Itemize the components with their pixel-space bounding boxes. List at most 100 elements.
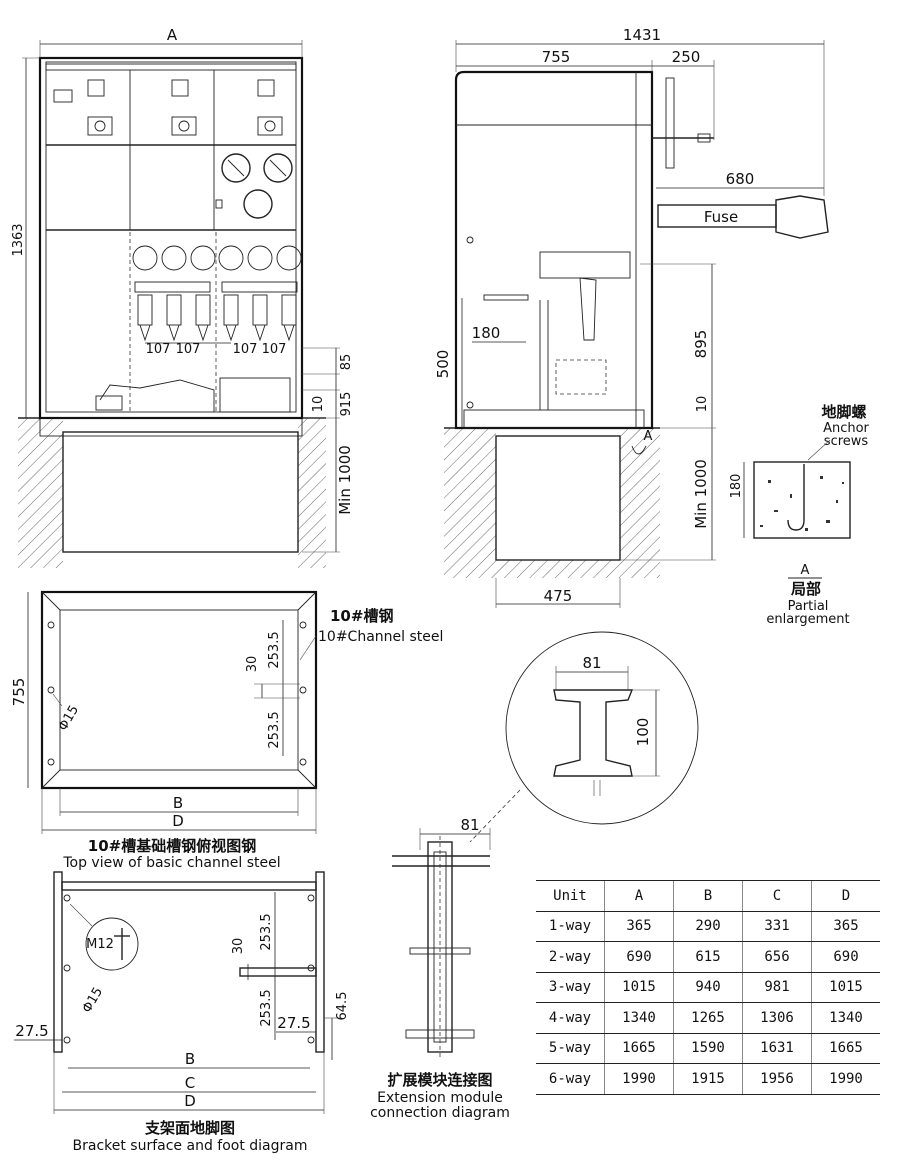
- bracket-bolt: M12: [86, 937, 114, 952]
- front-foundation-depth: Min 1000: [336, 445, 354, 515]
- table-row: 2-way 690 615 656 690: [536, 941, 880, 973]
- extension-module: 81 扩展模块连接图 Extension module connection d…: [370, 816, 510, 1121]
- section-height: 100: [634, 718, 652, 747]
- header-c: C: [742, 880, 812, 912]
- channel-spacing-upper: 253.5: [267, 631, 282, 668]
- table-cell: 690: [604, 941, 674, 973]
- front-width-label: A: [167, 26, 178, 44]
- channel-section: 81 100: [469, 631, 699, 843]
- bracket-label-c: C: [185, 1074, 195, 1092]
- channel-steel-cn: 10#槽钢: [330, 607, 393, 625]
- bracket-caption-cn: 支架面地脚图: [144, 1119, 235, 1137]
- busbar-spacing-1: 107: [146, 342, 171, 357]
- section-flange-width: 81: [582, 654, 601, 672]
- table-cell: 3-way: [536, 971, 605, 1003]
- front-dim-85: 85: [339, 354, 354, 371]
- busbar-spacing-3: 107: [233, 342, 258, 357]
- bracket-view: M12 Φ15 253.5 30 253.5 27.5 27.5 64.5 B …: [14, 871, 350, 1154]
- bracket-spacing-lower: 253.5: [259, 989, 274, 1026]
- busbar-spacing-4: 107: [262, 342, 287, 357]
- bracket-caption-en: Bracket surface and foot diagram: [73, 1138, 308, 1154]
- bracket-dim-645: 64.5: [335, 992, 350, 1021]
- table-cell: 1015: [604, 971, 674, 1003]
- anchor-caption-en-1: Partial: [788, 599, 829, 614]
- table-row: 3-way 1015 940 981 1015: [536, 971, 880, 1003]
- front-dim-915: 915: [339, 392, 354, 417]
- anchor-title-en-2: screws: [824, 434, 869, 449]
- table-cell: 690: [811, 941, 880, 973]
- table-cell: 365: [604, 910, 674, 942]
- side-depth-755: 755: [542, 48, 571, 66]
- channel-spacing-mid: 30: [245, 656, 260, 673]
- table-cell: 1956: [742, 1063, 812, 1095]
- anchor-depth: 180: [729, 474, 744, 499]
- header-a: A: [604, 880, 674, 912]
- side-section-marker: A: [644, 429, 653, 444]
- side-total-depth: 1431: [623, 26, 661, 44]
- bracket-label-d: D: [184, 1092, 196, 1110]
- front-dim-10: 10: [311, 396, 326, 413]
- channel-steel-en: 10#Channel steel: [318, 629, 443, 645]
- anchor-caption-en-2: enlargement: [766, 612, 849, 627]
- anchor-caption-cn: 局部: [790, 580, 821, 598]
- header-unit: Unit: [536, 880, 605, 912]
- table-cell: 331: [742, 910, 812, 942]
- table-cell: 1665: [604, 1032, 674, 1064]
- bracket-spacing-upper: 253.5: [259, 913, 274, 950]
- table-cell: 1631: [742, 1032, 812, 1064]
- table-row: 5-way 1665 1590 1631 1665: [536, 1032, 880, 1064]
- side-dim-180: 180: [472, 324, 501, 342]
- side-depth-680: 680: [726, 170, 755, 188]
- channel-depth: 755: [10, 678, 28, 707]
- anchor-title-en-1: Anchor: [823, 421, 869, 436]
- extension-caption-en-2: connection diagram: [370, 1105, 510, 1121]
- table-cell: 1990: [604, 1063, 674, 1095]
- table-cell: 1340: [604, 1002, 674, 1034]
- table-cell: 1-way: [536, 910, 605, 942]
- table-row: 6-way 1990 1915 1956 1990: [536, 1063, 880, 1095]
- spec-table: Unit A B C D 1-way 365 290 331 365 2-way…: [536, 880, 880, 1095]
- table-cell: 4-way: [536, 1002, 605, 1034]
- side-view: Fuse 1431 755 250 680 180 500 895 10 Mi: [434, 26, 829, 608]
- side-foundation-depth: Min 1000: [692, 459, 710, 529]
- side-dim-895: 895: [692, 330, 710, 359]
- side-dim-500: 500: [434, 350, 452, 379]
- table-cell: 1306: [742, 1002, 812, 1034]
- table-cell: 981: [742, 971, 812, 1003]
- bracket-edge-left: 27.5: [15, 1022, 48, 1040]
- side-dim-10: 10: [695, 396, 710, 413]
- bracket-spacing-mid: 30: [231, 938, 246, 955]
- table-cell: 2-way: [536, 941, 605, 973]
- table-cell: 656: [742, 941, 812, 973]
- channel-caption-en: Top view of basic channel steel: [62, 855, 280, 871]
- table-row: 1-way 365 290 331 365: [536, 910, 880, 942]
- table-cell: 1265: [673, 1002, 743, 1034]
- table-cell: 1915: [673, 1063, 743, 1095]
- table-row: 4-way 1340 1265 1306 1340: [536, 1002, 880, 1034]
- table-cell: 1665: [811, 1032, 880, 1064]
- bracket-label-b: B: [185, 1050, 195, 1068]
- channel-label-b: B: [173, 794, 183, 812]
- bracket-edge-right: 27.5: [277, 1014, 310, 1032]
- front-view: 107 107 107 107 A 1363 85 10 915 Min 100…: [11, 26, 354, 568]
- extension-dim-81: 81: [460, 816, 479, 834]
- channel-top-view: Φ15 755 253.5 30 253.5 B D 10#槽基础槽钢俯视图钢 …: [10, 590, 443, 871]
- channel-spacing-lower: 253.5: [267, 711, 282, 748]
- table-cell: 1590: [673, 1032, 743, 1064]
- table-cell: 1015: [811, 971, 880, 1003]
- table-cell: 6-way: [536, 1063, 605, 1095]
- channel-caption-cn: 10#槽基础槽钢俯视图钢: [88, 837, 256, 855]
- table-cell: 940: [673, 971, 743, 1003]
- anchor-marker: A: [801, 563, 810, 578]
- extension-caption-en-1: Extension module: [377, 1090, 503, 1106]
- table-cell: 365: [811, 910, 880, 942]
- header-d: D: [811, 880, 880, 912]
- anchor-detail: 180 地脚螺 Anchor screws A 局部 Partial enlar…: [729, 403, 870, 627]
- table-header-row: Unit A B C D: [536, 880, 880, 912]
- extension-caption-cn: 扩展模块连接图: [387, 1071, 492, 1089]
- header-b: B: [673, 880, 743, 912]
- bracket-hole-dia: Φ15: [80, 985, 106, 1016]
- busbar-spacing-2: 107: [176, 342, 201, 357]
- table-cell: 615: [673, 941, 743, 973]
